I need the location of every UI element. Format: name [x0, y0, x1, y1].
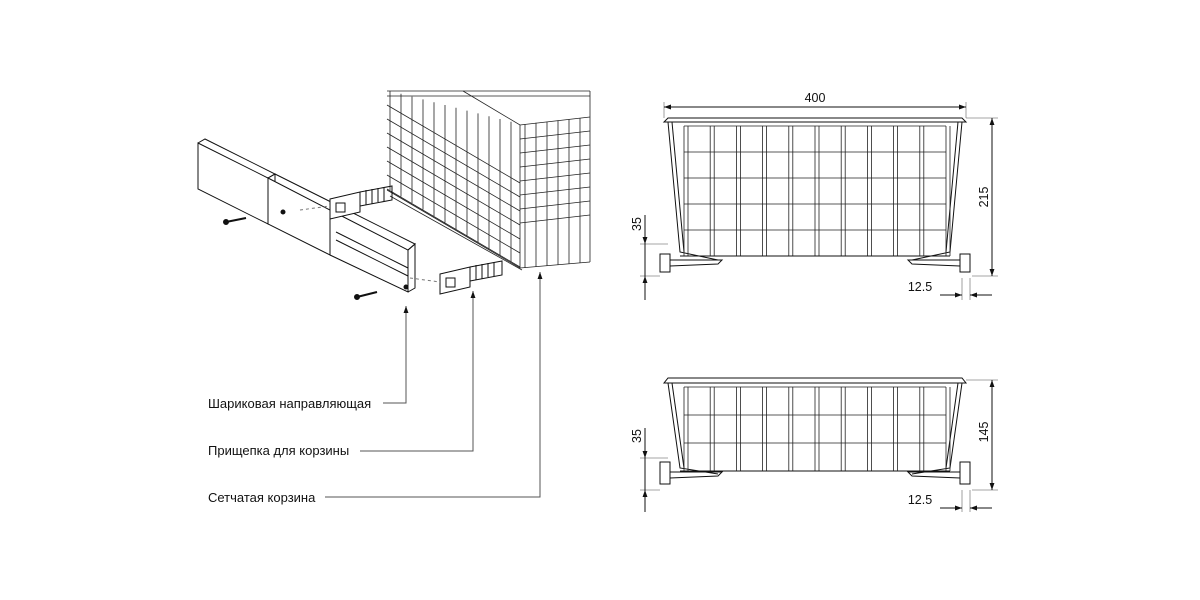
callout-label-rail: Шариковая направляющая	[208, 396, 371, 411]
front-view-top: 400 215 35 12.5	[630, 91, 998, 300]
wire	[386, 188, 521, 268]
callout-label-basket: Сетчатая корзина	[208, 490, 316, 505]
alignment-line	[299, 205, 441, 283]
wire	[386, 118, 521, 198]
wire	[386, 104, 521, 184]
screw-icon	[354, 291, 378, 300]
dimension-height-value: 215	[977, 187, 991, 208]
wire	[519, 172, 591, 182]
dimension-side-offset-value: 35	[630, 429, 644, 443]
wire	[386, 160, 521, 240]
basket-clip-illustration	[439, 260, 503, 295]
dimension-width: 400	[663, 91, 967, 118]
callout-label-clip: Прищепка для корзины	[208, 443, 349, 458]
wire-mesh-grid	[683, 125, 951, 257]
ball-bearing-rail-illustration	[197, 138, 416, 293]
wire	[519, 200, 591, 210]
dimension-height-value: 145	[977, 422, 991, 443]
dimension-side-offset: 35	[630, 215, 668, 300]
dimension-rail-offset: 12.5	[908, 490, 992, 512]
wire	[386, 174, 521, 254]
wire	[519, 214, 591, 224]
wire-basket-illustration	[386, 90, 591, 271]
wire	[519, 158, 591, 168]
dimension-rail-offset-value: 12.5	[908, 493, 932, 507]
dimension-rail-offset: 12.5	[908, 278, 992, 300]
wire	[386, 132, 521, 212]
wire	[386, 146, 521, 226]
isometric-view: Шариковая направляющая Прищепка для корз…	[197, 90, 591, 505]
front-view-bottom: 145 35 12.5	[630, 377, 998, 512]
dimension-height: 145	[966, 379, 998, 491]
wire	[519, 130, 591, 140]
basket-clip-illustration	[329, 185, 393, 220]
callout-leaders	[325, 272, 543, 498]
dimension-height: 215	[966, 117, 998, 277]
wire	[519, 186, 591, 196]
wire	[519, 144, 591, 154]
dimension-side-offset-value: 35	[630, 217, 644, 231]
wire-mesh-grid	[683, 386, 951, 472]
dimension-width-value: 400	[805, 91, 826, 105]
dimension-side-offset: 35	[630, 428, 668, 512]
screw-icon	[223, 217, 247, 225]
dimension-rail-offset-value: 12.5	[908, 280, 932, 294]
